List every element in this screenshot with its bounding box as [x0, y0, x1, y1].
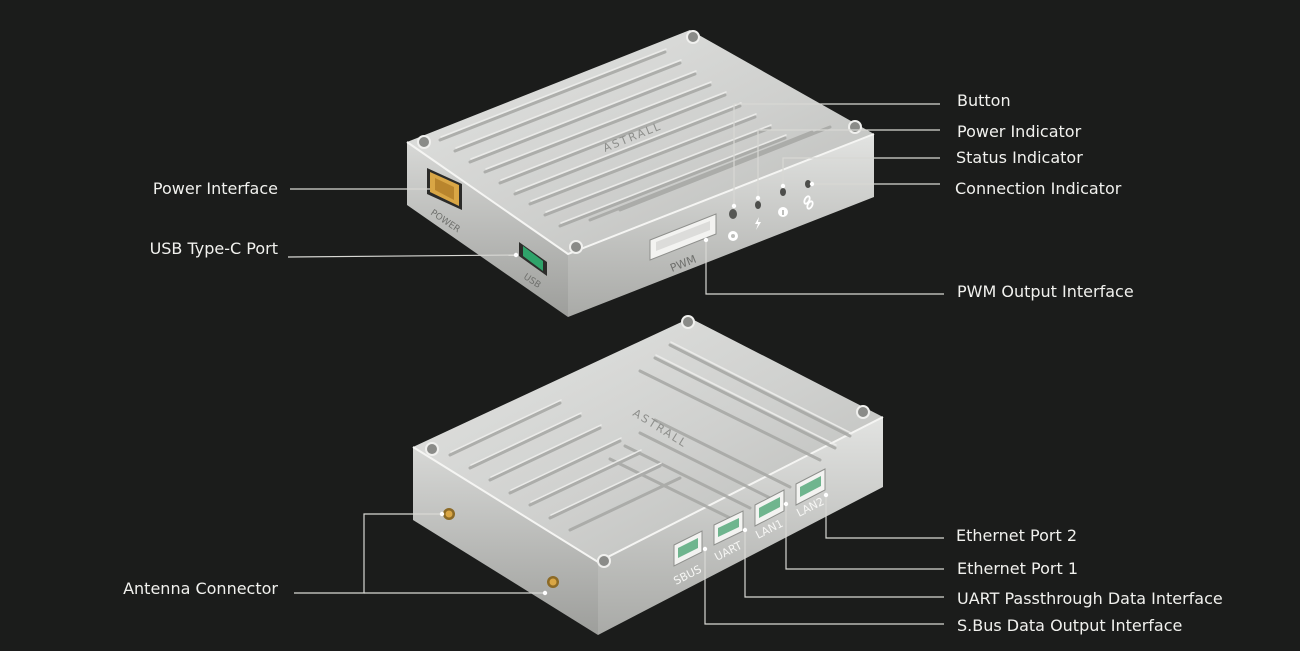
label-status-indicator: Status Indicator [956, 148, 1083, 167]
power-indicator-led [755, 201, 761, 209]
screw-icon [425, 442, 439, 456]
device-top-ridges [438, 50, 832, 228]
label-power-indicator: Power Indicator [957, 122, 1082, 141]
lightning-icon [755, 217, 761, 230]
label-power-interface: Power Interface [152, 179, 278, 198]
leader-sbus [704, 549, 944, 625]
power-connector [427, 168, 462, 210]
usb-c-port [519, 242, 547, 276]
leader-lines [287, 103, 944, 625]
device-bottom-ridges [448, 343, 852, 532]
leader-button [733, 103, 940, 206]
screw-icon [686, 30, 700, 44]
label-uart-passthrough: UART Passthrough Data Interface [957, 589, 1223, 608]
label-connection-indicator: Connection Indicator [955, 179, 1122, 198]
status-indicator-led [780, 188, 786, 196]
label-ethernet-port-1: Ethernet Port 1 [957, 559, 1078, 578]
label-pwm-output-interface: PWM Output Interface [957, 282, 1134, 301]
pwm-header [649, 213, 717, 261]
leader-dots [439, 181, 829, 596]
leader-uart [744, 530, 944, 598]
antenna-connector-1 [443, 508, 455, 520]
leader-ethernet-1 [785, 504, 944, 570]
uart-header [713, 510, 744, 546]
device-bottom-left-side [413, 447, 598, 635]
leader-status-indicator [782, 157, 940, 186]
device-top-front-side [568, 134, 874, 317]
screw-icon [856, 405, 870, 419]
screw-icon [681, 315, 695, 329]
power-button-icon [728, 231, 738, 241]
leader-pwm [705, 240, 944, 295]
device-bottom-top-face [413, 318, 883, 562]
connection-indicator-led [805, 180, 811, 188]
lan1-port [754, 489, 785, 527]
label-usb-type-c-port: USB Type-C Port [149, 239, 278, 258]
screw-icon [569, 240, 583, 254]
sbus-header [673, 530, 703, 567]
label-ethernet-port-2: Ethernet Port 2 [956, 526, 1077, 545]
device-bottom: ASTRALL SBUS U [412, 315, 884, 635]
leader-antenna [294, 513, 442, 594]
screw-icon [597, 554, 611, 568]
leader-usb-port [287, 254, 517, 258]
screw-icon [848, 120, 862, 134]
device-top: ASTRALL POWER USB PWM [406, 30, 875, 317]
label-sbus-output: S.Bus Data Output Interface [957, 616, 1183, 635]
screw-icon [417, 135, 431, 149]
label-antenna-connector: Antenna Connector [123, 579, 278, 598]
lan2-port [795, 468, 826, 506]
leader-power-indicator [757, 129, 940, 198]
leader-ethernet-2 [825, 495, 944, 539]
label-button: Button [957, 91, 1011, 110]
button-hole [729, 209, 737, 219]
antenna-connector-2 [547, 576, 559, 588]
info-icon [778, 207, 788, 217]
link-icon [803, 195, 814, 210]
